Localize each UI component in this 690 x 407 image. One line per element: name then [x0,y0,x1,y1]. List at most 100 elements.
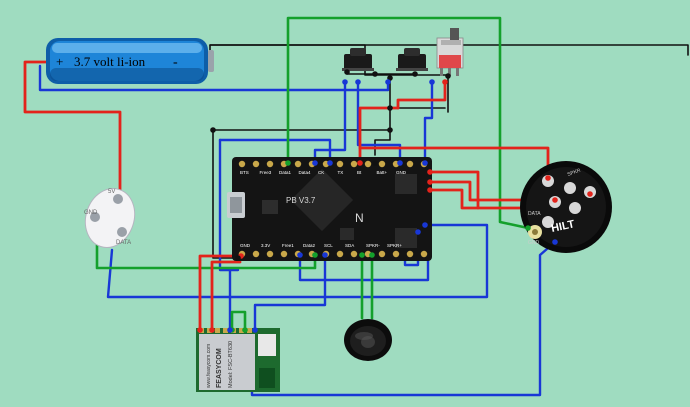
bt-model: Model: FSC-BT630 [228,341,234,388]
board-bottom-pin-label: GND [240,243,251,248]
board-bottom-pin-label: SCL [324,243,333,248]
wire-joint-dot [397,160,403,166]
bluetooth-module: FEASYCOM Model: FSC-BT630 www.feasycom.c… [196,328,280,392]
board-pad [252,160,260,168]
wire-joint-dot [372,71,378,77]
battery: + 3.7 volt li-ion - [46,38,214,84]
board-top-pin-label: BTS [240,170,249,175]
wire-joint-dot [387,105,393,111]
wire-joint-dot [387,127,393,133]
switch-pcb: GND 5V DATA [84,188,136,248]
board-pad [238,160,246,168]
board-top-pin-label: Data4 [299,170,312,175]
board-bottom-pin-label: SDA [345,243,354,248]
board-top-pin-label: Bt [357,170,362,175]
board-pad [392,250,400,258]
board-bottom-pin-label: Free1 [282,243,294,248]
wire-joint-dot [197,327,203,333]
board-pad [350,250,358,258]
board-logo: N [355,211,364,225]
wire-joint-dot [552,239,558,245]
wire-joint-dot [525,225,531,231]
slide-switch [436,28,464,76]
board-bottom-pin-label: SPKR+ [387,243,402,248]
hilt-pin-data: DATA [528,211,541,217]
red-wires [23,60,592,332]
board-pad [406,160,414,168]
wire-joint-dot [369,252,375,258]
bt-pad [247,328,252,333]
board-pad [336,160,344,168]
wire-joint-dot [327,160,333,166]
wire-joint-dot [357,160,363,166]
switch-pin-data: DATA [116,240,131,246]
board-pad [294,160,302,168]
wire-joint-dot [342,79,348,85]
board-bottom-labels: GND 3.3V Free1 Data2 SCL SDA SPKR- SPKR+ [240,243,402,248]
hilt-pin-spkr: SPKR [567,167,582,177]
wire-joint-dot [297,252,303,258]
battery-plus: + [56,54,63,69]
board-pad [266,250,274,258]
wire-joint-dot [445,73,451,79]
proffieboard: PB V3.7 N BTS Free3 Data1 Data4 CK TX Bt Batt+ G… [227,157,432,261]
wire-joint-dot [210,127,216,133]
wire-joint-dot [552,197,558,203]
bt-pad [239,328,244,333]
board-pad [378,250,386,258]
board-bottom-pin-label: 3.3V [261,243,270,248]
board-top-pin-label: CK [318,170,324,175]
board-pad [280,250,288,258]
bt-pad [215,328,220,333]
board-pad [378,160,386,168]
blue-wires [38,64,557,397]
switch-pin-5v: 5V [108,189,115,195]
board-top-pin-label: Data1 [279,170,292,175]
board-pad [420,250,428,258]
bt-pad [223,328,228,333]
wire-joint-dot [545,175,551,181]
hilt-pin-gnd: GND [528,240,540,246]
wire-joint-dot [412,71,418,77]
board-top-pin-label: Batt+ [377,170,388,175]
bt-brand: FEASYCOM [216,348,223,388]
wire-joint-dot [242,327,248,333]
wire-joint-dot [322,252,328,258]
wire-joint-dot [429,79,435,85]
board-pad [406,250,414,258]
board-model: PB V3.7 [286,196,316,205]
board-pad [252,250,260,258]
board-pad [336,250,344,258]
wire-joint-dot [427,169,433,175]
wire-joint-dot [427,179,433,185]
wire-joint-dot [312,252,318,258]
wire-joint-dot [422,222,428,228]
wire-joint-dot [442,79,448,85]
tactile-button-2 [396,48,428,71]
board-bottom-pin-label: SPKR- [366,243,380,248]
wire-joint-dot [372,160,378,166]
board-top-pin-label: TX [338,170,344,175]
wire-joint-dot [252,327,258,333]
wire-joint-dot [344,69,350,75]
switch-pin-gnd: GND [84,210,98,216]
board-pad [350,160,358,168]
wire-joint-dot [427,187,433,193]
board-pad [364,160,372,168]
wire-joint-dot [385,79,391,85]
wire-joint-dot [209,327,215,333]
connection-dots [197,69,593,333]
hilt-connector: HILT SPKR DATA GND [520,161,612,253]
wire-joint-dot [587,191,593,197]
board-top-pin-label: Free3 [260,170,272,175]
board-bottom-pin-label: Data2 [303,243,316,248]
wire-joint-dot [227,327,233,333]
wire-joint-dot [355,79,361,85]
wire-joint-dot [422,160,428,166]
wire-joint-dot [312,160,318,166]
board-pad [266,160,274,168]
board-top-pin-label: GND [396,170,407,175]
battery-minus: - [173,55,178,70]
